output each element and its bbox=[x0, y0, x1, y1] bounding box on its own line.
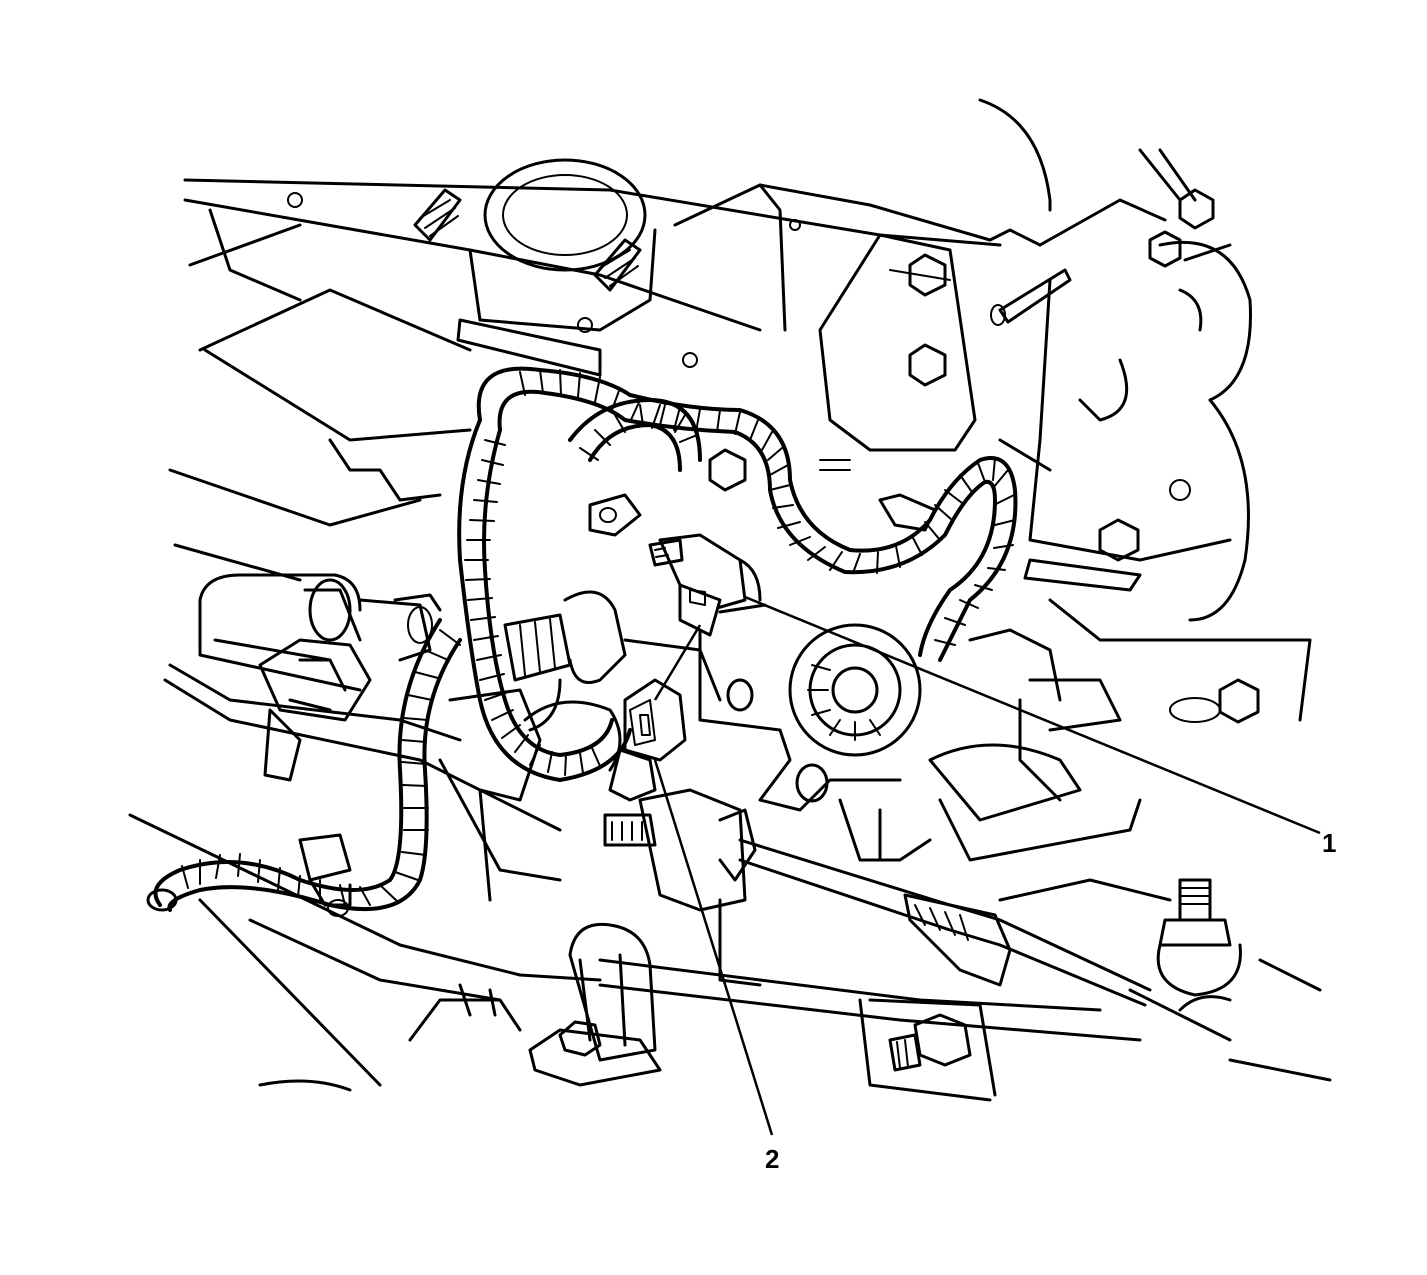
frame-bolt bbox=[888, 1013, 972, 1072]
crank-pulley bbox=[788, 623, 922, 757]
bolt-bracket-top bbox=[908, 253, 947, 297]
harness-connector bbox=[603, 638, 722, 847]
exhaust-fittings bbox=[503, 590, 627, 772]
ball-joint-stud bbox=[1156, 878, 1242, 997]
callout-1-leader bbox=[744, 595, 1321, 835]
callout-2: 2 bbox=[765, 1144, 779, 1174]
bolt-bracket-mid bbox=[908, 343, 947, 387]
callout-1: 1 bbox=[1322, 828, 1336, 858]
starter-assembly bbox=[163, 573, 562, 832]
sensor-pointer bbox=[653, 624, 702, 701]
pulley-right bbox=[1078, 188, 1252, 422]
sensor-body bbox=[648, 533, 767, 637]
tie-rod bbox=[738, 838, 1242, 1042]
callout-2-leader bbox=[653, 759, 774, 1136]
engine-block bbox=[168, 98, 1312, 862]
lower-block bbox=[438, 618, 932, 912]
wiring-harness bbox=[146, 366, 1018, 917]
stud-left bbox=[413, 188, 462, 242]
stud-right bbox=[593, 238, 642, 292]
stabilizer-bar bbox=[128, 813, 1332, 1102]
